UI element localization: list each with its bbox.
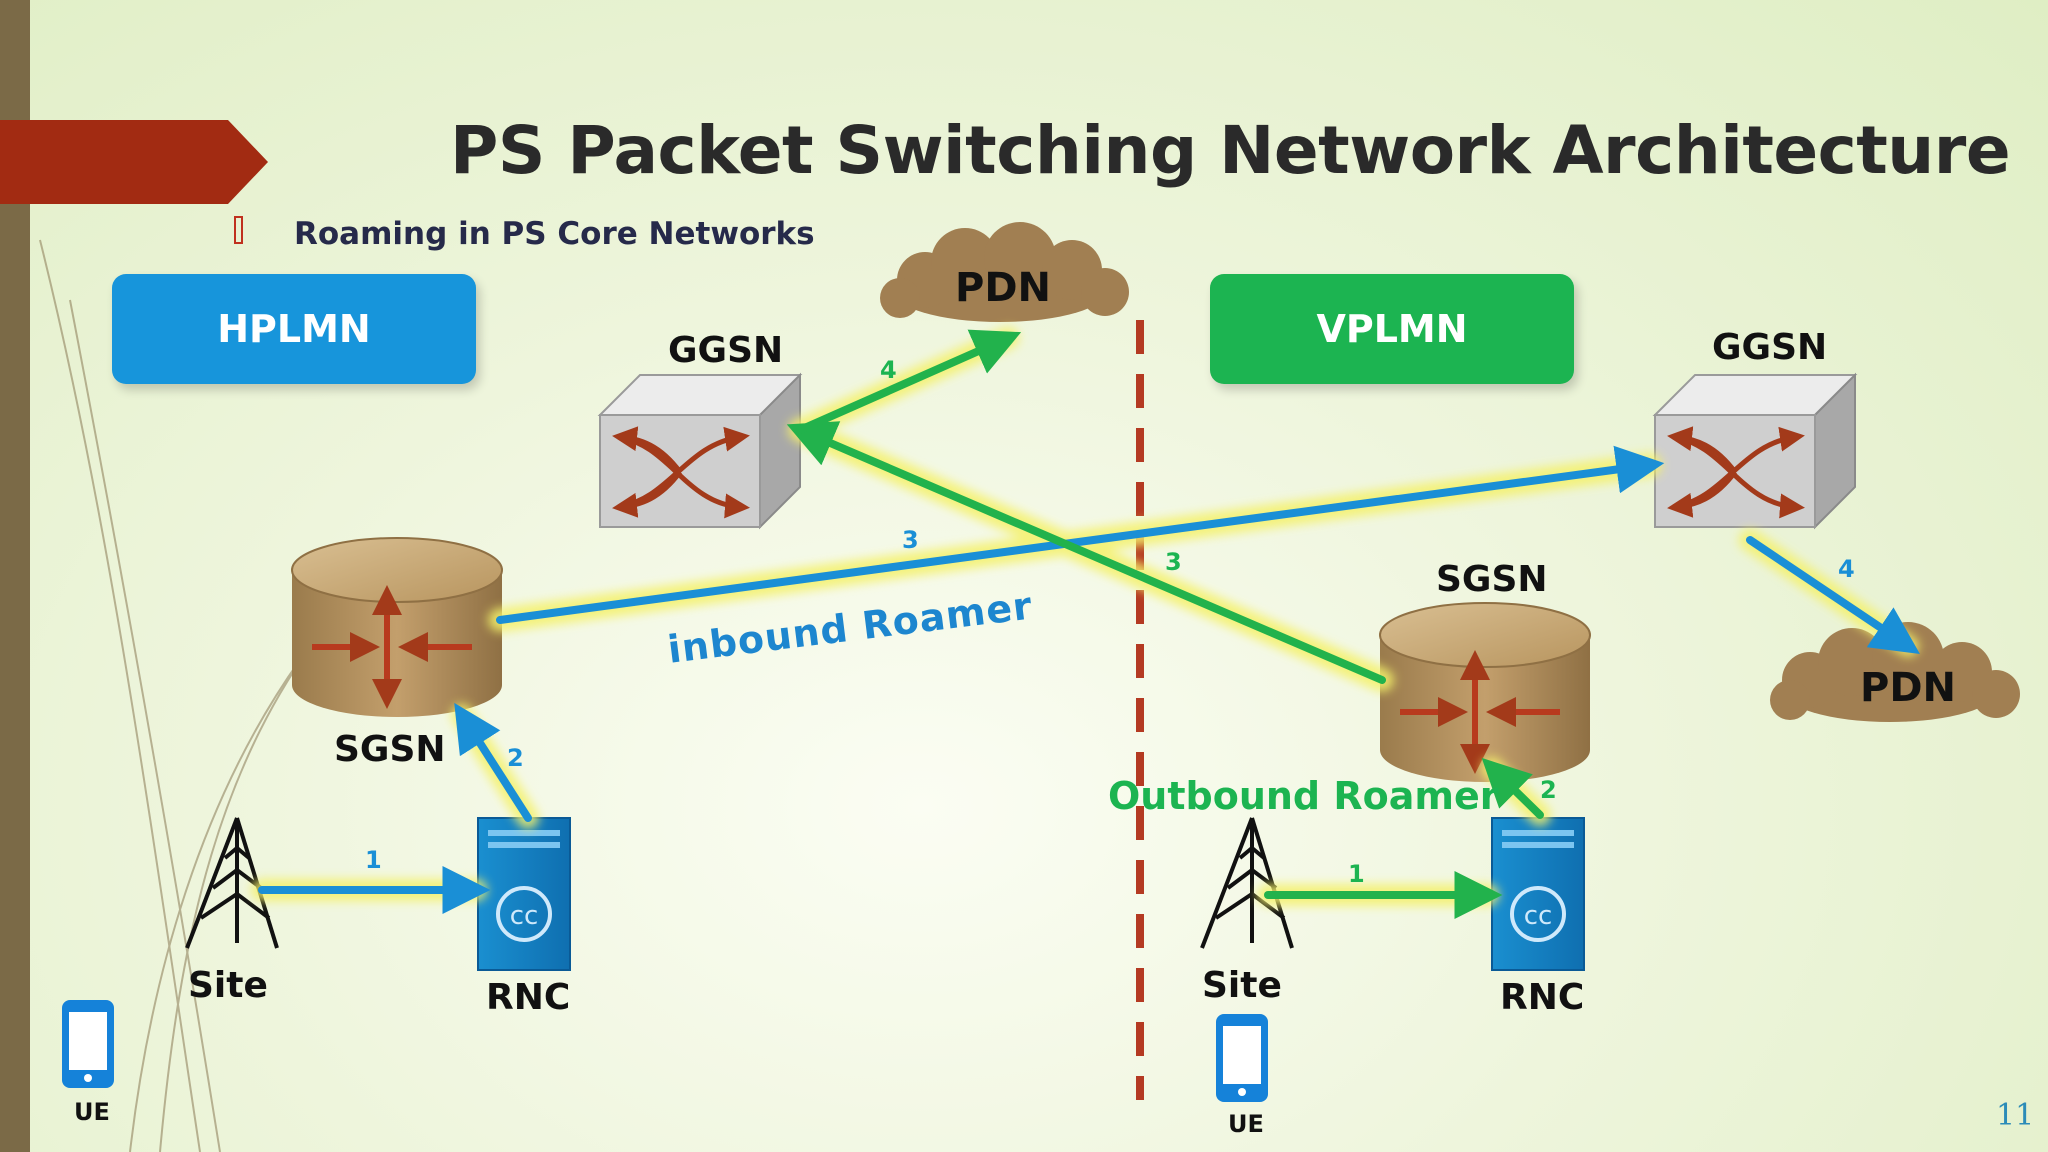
sgsn-left-label: SGSN xyxy=(334,729,446,770)
rnc-right-label: RNC xyxy=(1500,977,1585,1018)
inbound-step-3: 3 xyxy=(902,526,919,554)
title-banner-shape xyxy=(0,120,268,204)
sgsn-node-left xyxy=(291,537,503,717)
inbound-step-4: 4 xyxy=(1838,555,1855,583)
outbound-roamer-label: Outbound Roamer xyxy=(1108,774,1499,818)
inbound-arrow-4 xyxy=(1746,536,1920,655)
rnc-left-label: RNC xyxy=(486,977,571,1018)
background-decor-lines xyxy=(39,239,331,1152)
slide-title: PS Packet Switching Network Architecture xyxy=(450,112,2011,189)
outbound-path xyxy=(786,329,1544,919)
site-left-label: Site xyxy=(188,965,268,1006)
ggsn-left-label: GGSN xyxy=(668,330,784,371)
inbound-path xyxy=(258,445,1920,914)
outbound-arrow-3 xyxy=(786,421,1386,684)
site-right-label: Site xyxy=(1202,965,1282,1006)
inbound-step-1: 1 xyxy=(365,846,382,874)
phone-icon-left xyxy=(62,1000,114,1088)
hplmn-box: HPLMN xyxy=(112,274,476,384)
ggsn-router-left xyxy=(597,372,803,530)
ue-right-label: UE xyxy=(1228,1110,1264,1138)
pdn-cloud-left xyxy=(880,222,1129,322)
phone-icon-right xyxy=(1216,1014,1268,1102)
bullet-icon xyxy=(234,216,243,244)
outbound-step-3: 3 xyxy=(1165,548,1182,576)
rnc-node-left: cc xyxy=(477,817,571,971)
outbound-arrow-4 xyxy=(796,329,1022,434)
sgsn-node-right xyxy=(1379,602,1591,782)
sgsn-right-label: SGSN xyxy=(1436,559,1548,600)
ggsn-router-right xyxy=(1652,372,1858,530)
outbound-step-2: 2 xyxy=(1540,776,1557,804)
vplmn-box: VPLMN xyxy=(1210,274,1574,384)
ggsn-right-label: GGSN xyxy=(1712,327,1828,368)
outbound-step-4: 4 xyxy=(880,356,897,384)
inbound-step-2: 2 xyxy=(507,744,524,772)
rnc-node-right: cc xyxy=(1491,817,1585,971)
pdn-left-label: PDN xyxy=(955,265,1051,311)
inbound-arrow-2 xyxy=(454,702,532,822)
svg-text:cc: cc xyxy=(1524,901,1553,931)
outbound-step-1: 1 xyxy=(1348,860,1365,888)
pdn-right-label: PDN xyxy=(1860,665,1956,711)
inbound-arrow-3 xyxy=(496,445,1665,624)
ue-left-label: UE xyxy=(74,1098,110,1126)
page-number: 11 xyxy=(1996,1098,2035,1133)
cell-tower-icon-right xyxy=(1200,817,1294,949)
slide-subtitle: Roaming in PS Core Networks xyxy=(294,216,815,252)
outbound-arrow-2 xyxy=(1481,757,1544,819)
svg-text:cc: cc xyxy=(510,901,539,931)
